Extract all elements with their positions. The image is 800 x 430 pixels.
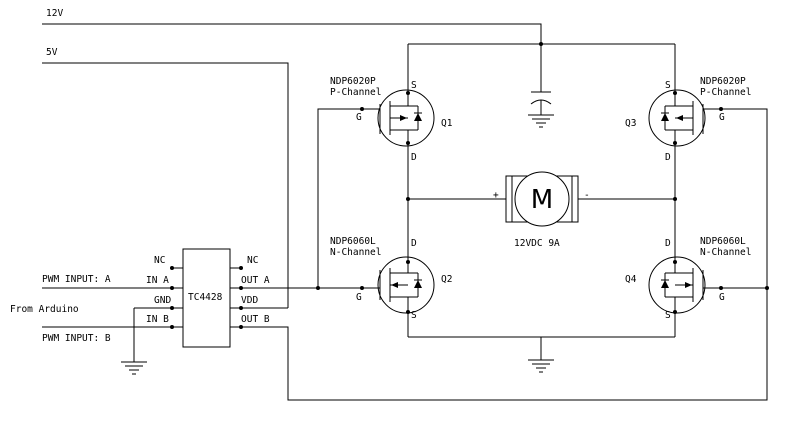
q2-gate-label: G: [356, 292, 362, 303]
q2-source-label: S: [411, 310, 417, 321]
q3-gate-wire: [721, 108, 768, 288]
pin-in-b-label: IN B: [146, 314, 169, 325]
q4-mosfet: NDP6060L N-Channel G D S Q4: [625, 236, 751, 321]
driver-ground-icon: [121, 361, 147, 375]
q1-part: NDP6020P: [330, 76, 376, 87]
q4-drain-label: D: [665, 238, 671, 249]
bridge-ground: [528, 337, 554, 373]
motor-symbol: M: [531, 185, 553, 215]
q1-source-label: S: [411, 80, 417, 91]
driver-name: TC4428: [188, 292, 223, 303]
q3-gate-label: G: [719, 112, 725, 123]
q3-mosfet: NDP6020P P-Channel G S D Q3: [625, 76, 751, 163]
q3-drain-label: D: [665, 152, 671, 163]
pin-out-b-label: OUT B: [241, 314, 270, 325]
rail-5v-wire: [42, 62, 289, 300]
q4-source-label: S: [665, 310, 671, 321]
driver-ic: [182, 248, 231, 348]
motor-rotor: [514, 171, 570, 227]
rail-5v-label: 5V: [46, 47, 58, 58]
driver-section: TC4428 NC IN A PWM INPUT: A GND From Ard…: [10, 248, 769, 401]
motor-rating: 12VDC 9A: [514, 238, 560, 249]
q3-part: NDP6020P: [700, 76, 746, 87]
out-b-wire: [230, 288, 768, 401]
pin-nc-right-label: NC: [247, 255, 258, 266]
motor: M + - 12VDC 9A: [493, 171, 590, 249]
from-arduino-label: From Arduino: [10, 304, 79, 315]
bridge-ground-icon: [528, 359, 554, 373]
q2-mosfet: NDP6060L N-Channel G D S Q2: [330, 236, 452, 321]
q3-source-label: S: [665, 80, 671, 91]
pin-out-a-label: OUT A: [241, 275, 270, 286]
pwm-input-a-label: PWM INPUT: A: [42, 274, 111, 285]
capacitor-ground-icon: [528, 114, 554, 128]
q2-type: N-Channel: [330, 247, 381, 258]
q4-body: [648, 256, 706, 314]
q2-part: NDP6060L: [330, 236, 376, 247]
q1-ref: Q1: [441, 118, 453, 129]
rail-12v-label: 12V: [46, 8, 63, 19]
pin-nc-left-label: NC: [154, 255, 165, 266]
rail-12v-wire: [42, 23, 542, 44]
q1-gate-wire: [317, 108, 362, 288]
q2-drain-label: D: [411, 238, 417, 249]
q3-type: P-Channel: [700, 87, 751, 98]
pin-vdd-label: VDD: [241, 295, 258, 306]
q1-type: P-Channel: [330, 87, 381, 98]
pin-in-a-label: IN A: [146, 275, 169, 286]
q4-gate-label: G: [719, 292, 725, 303]
q2-ref: Q2: [441, 274, 452, 285]
q4-type: N-Channel: [700, 247, 751, 258]
q2-body: [377, 256, 435, 314]
q1-drain-label: D: [411, 152, 417, 163]
motor-plus: +: [493, 190, 499, 201]
q1-gate-label: G: [356, 112, 362, 123]
filter-capacitor: [528, 42, 554, 128]
q3-ref: Q3: [625, 118, 636, 129]
pwm-input-b-label: PWM INPUT: B: [42, 333, 111, 344]
q4-ref: Q4: [625, 274, 637, 285]
supply-rails: 12V 5V: [42, 8, 542, 300]
motor-minus: -: [584, 190, 590, 201]
pin-gnd-label: GND: [154, 295, 171, 306]
q3-body: [648, 89, 706, 147]
q4-part: NDP6060L: [700, 236, 746, 247]
q1-body: [377, 89, 435, 147]
q1-mosfet: NDP6020P P-Channel G S D Q1: [330, 76, 453, 163]
